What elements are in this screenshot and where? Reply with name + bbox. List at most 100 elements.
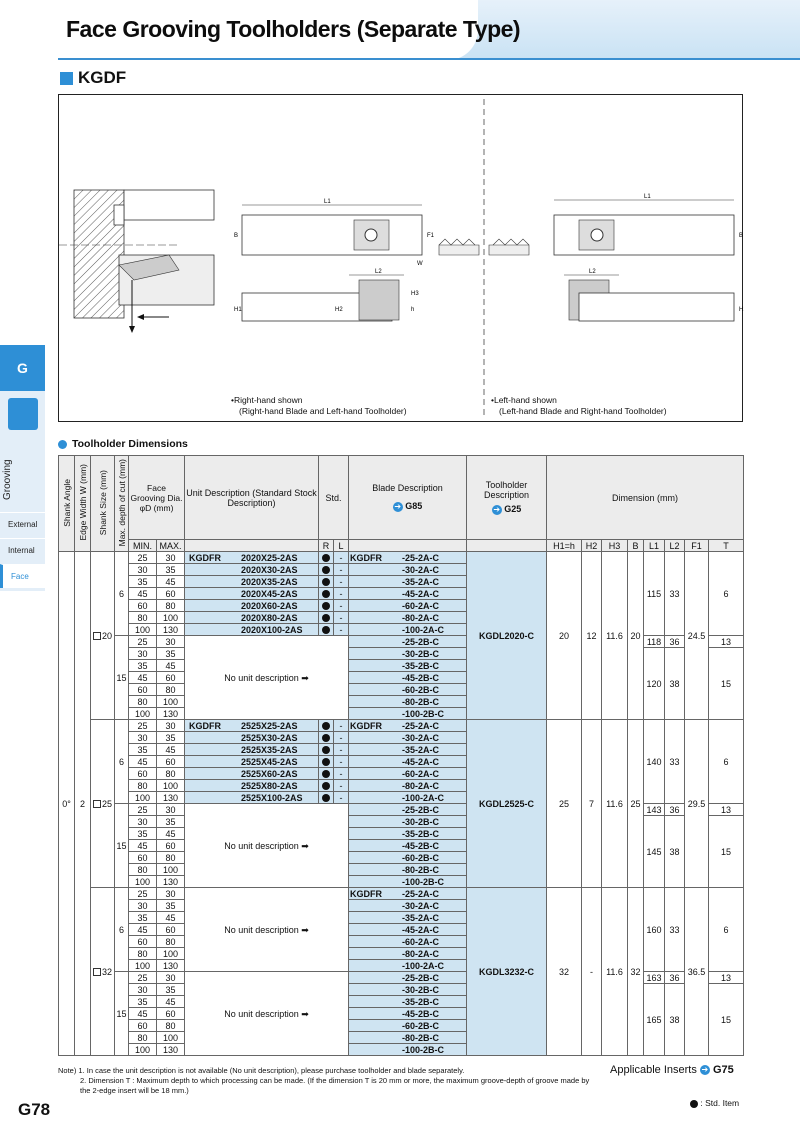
no-unit-cell: No unit description ➡: [184, 635, 350, 720]
no-unit-label: No unit description: [224, 924, 302, 935]
blade-desc-label: Blade Description: [372, 483, 443, 494]
max-depth-cell: 15: [114, 803, 129, 888]
link-arrow-icon: ➔: [699, 1065, 710, 1076]
std-dot-icon: [322, 782, 331, 791]
blade-suffix: -35-2B-C: [402, 660, 440, 671]
max-cell: 60: [155, 671, 186, 684]
blade-desc-cell: -45-2B-C: [348, 839, 468, 852]
unit-desc-cell: 2525X30-2AS: [184, 731, 320, 744]
applicable-ref-link[interactable]: G75: [712, 1064, 734, 1076]
max-cell: 80: [155, 851, 186, 864]
t-cell: 6: [708, 719, 745, 804]
blade-suffix: -100-2B-C: [402, 708, 445, 719]
link-arrow-icon: ➔: [392, 501, 403, 512]
unit-desc-cell: 2020X30-2AS: [184, 563, 320, 576]
figure-note-right: •Right-hand shown (Right-hand Blade and …: [231, 395, 407, 417]
l1-cell: 140: [643, 719, 666, 804]
max-cell: 35: [155, 647, 186, 660]
unit-suffix: 2525X100-2AS: [241, 792, 303, 803]
std-l-cell: -: [333, 755, 350, 768]
col-shank-angle: Shank Angle: [58, 455, 75, 552]
blade-prefix: KGDFR: [350, 888, 383, 899]
std-dot-icon: [322, 566, 331, 575]
toolholder-ref-link[interactable]: G25: [504, 504, 522, 515]
sidebar-category: Grooving: [2, 459, 13, 500]
unit-desc-cell: 2525X80-2AS: [184, 779, 320, 792]
blade-ref-link[interactable]: G85: [405, 501, 423, 512]
blade-desc-cell: -45-2A-C: [348, 755, 468, 768]
min-cell: 80: [128, 611, 157, 624]
l2-cell: 33: [664, 551, 686, 636]
sidebar-item-external[interactable]: External: [0, 512, 45, 536]
blade-desc-cell: -80-2B-C: [348, 695, 468, 708]
l2-cell: 33: [664, 719, 686, 804]
min-cell: 45: [128, 923, 157, 936]
notes: Note) 1. In case the unit description is…: [58, 1066, 598, 1096]
min-cell: 25: [128, 719, 157, 732]
h2-cell: -: [581, 887, 603, 1056]
col-unit-sub: [184, 539, 320, 552]
blade-desc-cell: -35-2B-C: [348, 995, 468, 1008]
blade-desc-cell: -60-2B-C: [348, 1019, 468, 1032]
arrow-right-icon: ➡: [301, 924, 309, 935]
max-depth-cell: 6: [114, 551, 129, 636]
blade-suffix: -80-2B-C: [402, 1032, 440, 1043]
blade-suffix: -35-2B-C: [402, 996, 440, 1007]
min-cell: 45: [128, 587, 157, 600]
col-shank-size: Shank Size (mm): [90, 455, 115, 552]
blade-suffix: -30-2A-C: [402, 900, 440, 911]
section-marker-icon: [60, 72, 73, 85]
blade-desc-cell: -80-2B-C: [348, 1031, 468, 1044]
sidebar-item-face[interactable]: Face: [0, 564, 45, 588]
figure-note-right-line1: •Right-hand shown: [231, 395, 303, 405]
std-r-cell: [318, 731, 335, 744]
max-cell: 60: [155, 923, 186, 936]
max-cell: 130: [155, 959, 186, 972]
blade-suffix: -25-2A-C: [402, 888, 440, 899]
blade-suffix: -100-2A-C: [402, 624, 445, 635]
blade-desc-cell: -25-2B-C: [348, 635, 468, 648]
blade-desc-cell: -80-2A-C: [348, 947, 468, 960]
title-rule: [58, 58, 800, 60]
blade-desc-cell: -100-2A-C: [348, 623, 468, 636]
blade-suffix: -100-2B-C: [402, 876, 445, 887]
blade-desc-cell: -30-2B-C: [348, 983, 468, 996]
dimensions-table: Shank Angle Edge Width W (mm) Shank Size…: [58, 455, 745, 1056]
blade-desc-cell: -80-2A-C: [348, 779, 468, 792]
sidebar-item-internal[interactable]: Internal: [0, 538, 45, 562]
max-cell: 100: [155, 947, 186, 960]
max-cell: 60: [155, 587, 186, 600]
std-r-cell: [318, 767, 335, 780]
blade-desc-cell: KGDFR -25-2A-C: [348, 887, 468, 900]
blade-suffix: -100-2A-C: [402, 960, 445, 971]
l2-cell: 38: [664, 983, 686, 1056]
link-arrow-icon: ➔: [491, 504, 502, 515]
blade-suffix: -25-2A-C: [402, 720, 440, 731]
blade-suffix: -60-2B-C: [402, 852, 440, 863]
l2-cell: 38: [664, 647, 686, 720]
l2-cell: 38: [664, 815, 686, 888]
max-cell: 35: [155, 983, 186, 996]
l1-cell: 160: [643, 887, 666, 972]
l2-cell: 33: [664, 887, 686, 972]
b-cell: 32: [627, 887, 645, 1056]
blade-suffix: -80-2B-C: [402, 696, 440, 707]
blade-suffix: -35-2A-C: [402, 912, 440, 923]
t-cell: 15: [708, 647, 745, 720]
col-std: Std.: [318, 455, 350, 540]
no-unit-cell: No unit description ➡: [184, 803, 350, 888]
max-cell: 100: [155, 611, 186, 624]
min-cell: 60: [128, 767, 157, 780]
unit-desc-cell: 2525X35-2AS: [184, 743, 320, 756]
page-number: G78: [18, 1100, 51, 1119]
tab-g[interactable]: G: [0, 345, 45, 391]
